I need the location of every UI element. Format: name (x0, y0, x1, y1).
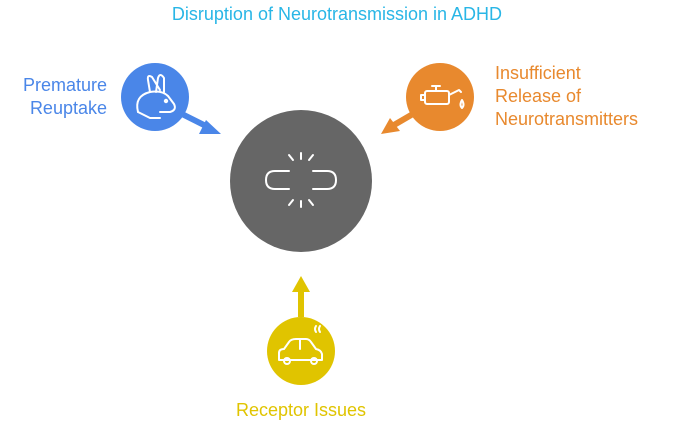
diagram-title: Disruption of Neurotransmission in ADHD (171, 4, 503, 24)
arrow-yellow (292, 276, 310, 317)
factor-receptor-issues (267, 276, 335, 385)
factor-label-insufficient-release: Insufficient Release of Neurotransmitter… (495, 63, 639, 129)
arrow-orange (381, 108, 420, 134)
broken-link-icon (265, 152, 337, 208)
factor-label-receptor-issues: Receptor Issues (235, 400, 367, 420)
rabbit-icon (136, 74, 176, 119)
central-circle (230, 110, 372, 252)
arrow-blue (178, 110, 221, 134)
factor-circle-orange (406, 63, 474, 131)
oil-can-icon (420, 85, 465, 109)
factor-circle-blue (121, 63, 189, 131)
factor-label-premature-reuptake: Premature Reuptake (22, 75, 107, 118)
factor-insufficient-release (381, 63, 474, 134)
car-icon (278, 325, 323, 365)
factor-premature-reuptake (121, 63, 221, 134)
factor-circle-yellow (267, 317, 335, 385)
